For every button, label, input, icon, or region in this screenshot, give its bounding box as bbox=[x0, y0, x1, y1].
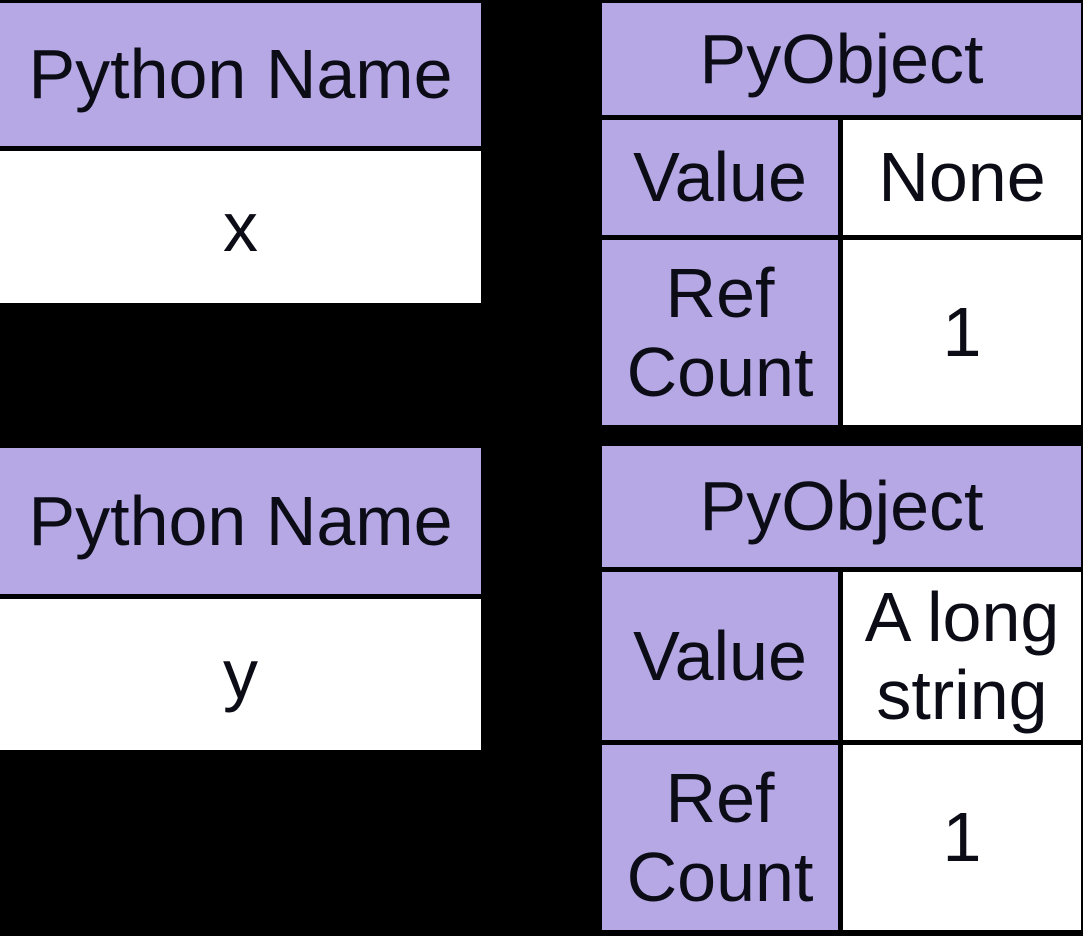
ref-count-label: Ref Count bbox=[602, 240, 838, 425]
ref-count-label: Ref Count bbox=[602, 745, 838, 930]
pyobject-table-none: PyObject Value None Ref Count 1 bbox=[602, 3, 1081, 425]
python-name-table-y: Python Name y bbox=[0, 448, 481, 750]
pyobject-header: PyObject bbox=[602, 3, 1081, 115]
pyobject-table-string: PyObject Value A long string Ref Count 1 bbox=[602, 446, 1081, 930]
python-name-value-y: y bbox=[0, 599, 481, 750]
python-name-header: Python Name bbox=[0, 3, 481, 146]
value-cell: None bbox=[843, 120, 1081, 235]
value-label: Value bbox=[602, 120, 838, 235]
python-name-value-x: x bbox=[0, 151, 481, 303]
python-name-table-x: Python Name x bbox=[0, 3, 481, 303]
value-cell: A long string bbox=[843, 572, 1081, 740]
value-label: Value bbox=[602, 572, 838, 740]
python-name-header: Python Name bbox=[0, 448, 481, 594]
ref-count-cell: 1 bbox=[843, 745, 1081, 930]
ref-count-cell: 1 bbox=[843, 240, 1081, 425]
pyobject-header: PyObject bbox=[602, 446, 1081, 567]
